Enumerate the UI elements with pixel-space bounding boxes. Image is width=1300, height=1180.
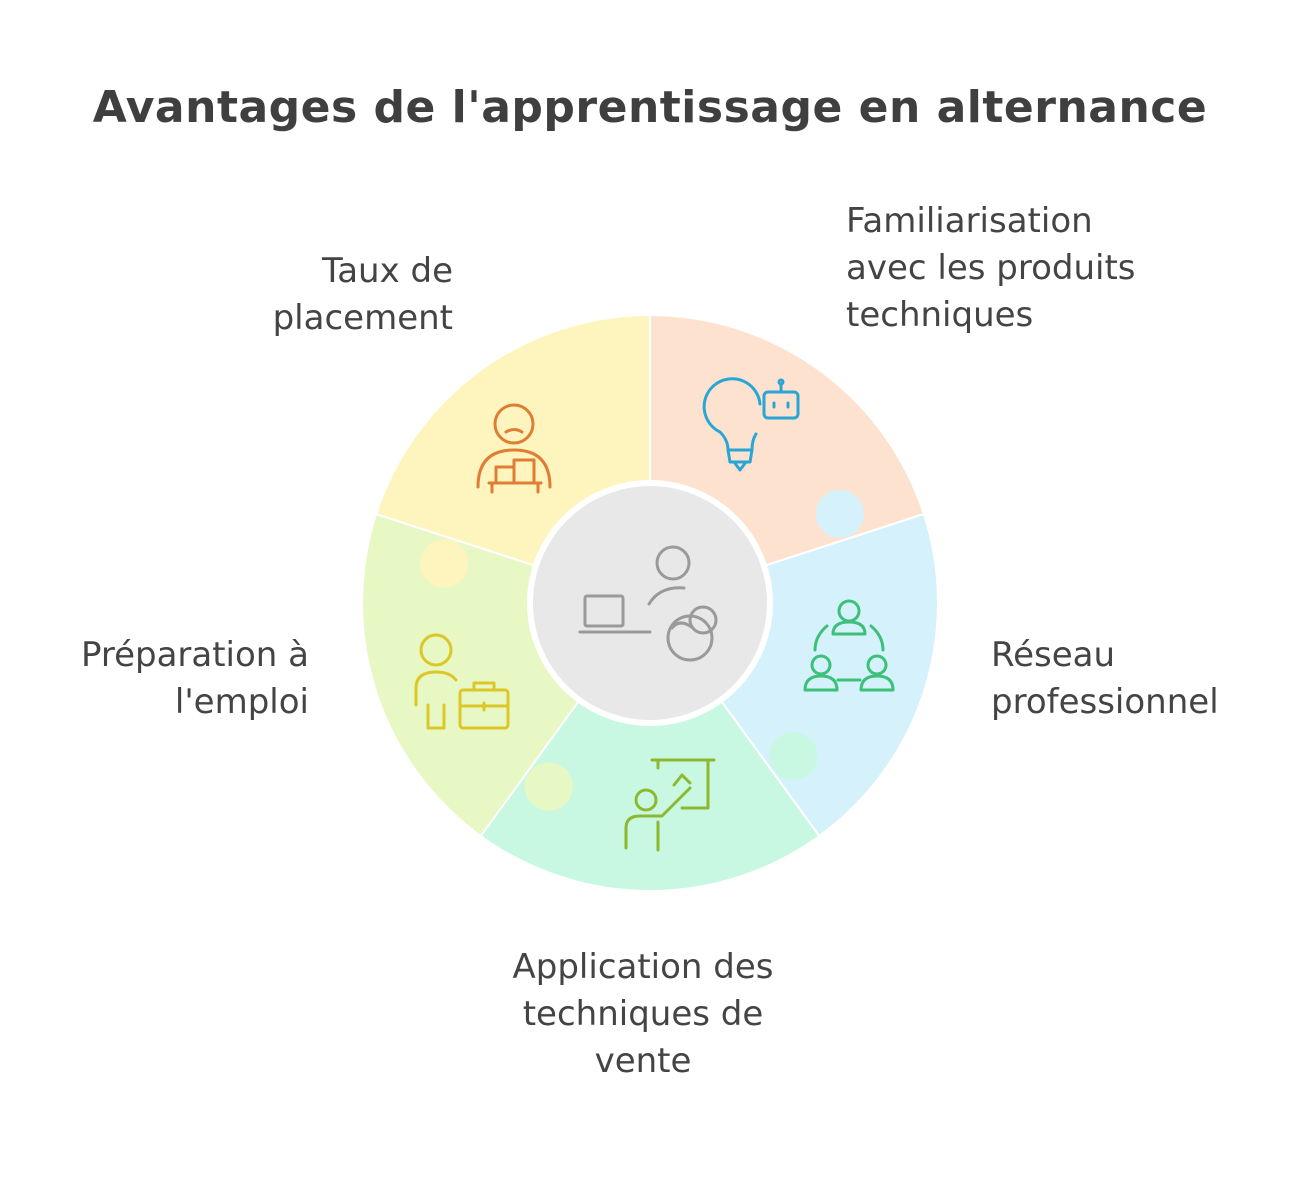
puzzle-knob-emploi	[420, 539, 469, 588]
label-taux-de-placement: Taux de placement	[273, 248, 453, 342]
label-line: placement	[272, 298, 453, 338]
label-preparation-emploi: Préparation à l'emploi	[81, 632, 309, 726]
label-line: Taux de	[322, 251, 453, 291]
person-briefcase-icon	[414, 633, 510, 730]
laptop-baby-person-icon	[578, 545, 718, 662]
person-with-boxes-icon	[476, 403, 552, 494]
label-line: Familiarisation	[846, 201, 1093, 241]
label-line: Préparation à	[80, 635, 309, 675]
presenter-board-icon	[624, 758, 716, 852]
label-familiarisation-produits: Familiarisation avec les produits techni…	[846, 198, 1136, 339]
network-people-icon	[803, 599, 895, 692]
lightbulb-robot-icon	[702, 377, 800, 472]
puzzle-knob-produits	[815, 489, 864, 538]
diagram-title: Avantages de l'apprentissage en alternan…	[92, 82, 1208, 133]
label-line: techniques	[846, 295, 1034, 335]
label-line: Réseau	[991, 635, 1116, 675]
label-line: professionnel	[991, 682, 1219, 722]
label-line: techniques de	[522, 994, 764, 1034]
puzzle-knob-reseau	[769, 731, 818, 780]
puzzle-knob-vente	[524, 762, 573, 811]
label-reseau-professionnel: Réseau professionnel	[991, 632, 1219, 726]
label-line: avec les produits	[846, 248, 1136, 288]
label-line: vente	[594, 1041, 692, 1081]
label-line: Application des	[512, 947, 774, 987]
label-line: l'emploi	[174, 682, 309, 722]
label-application-techniques-vente: Application des techniques de vente	[450, 944, 836, 1085]
